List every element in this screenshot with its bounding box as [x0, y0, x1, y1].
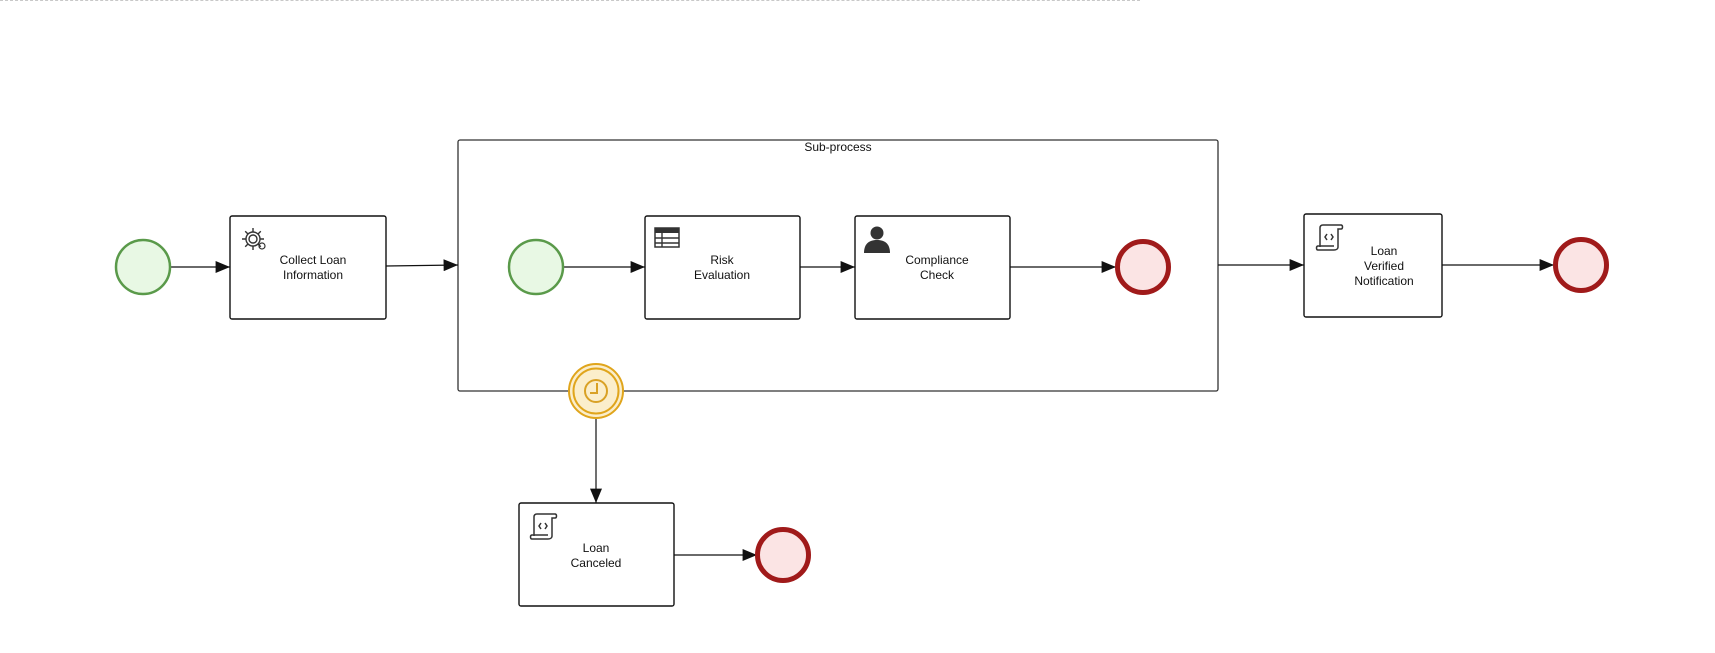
script-task-scroll-icon: [529, 513, 558, 540]
canvas-top-boundary: [0, 0, 1140, 1]
task-collect-loan-information[interactable]: Collect Loan Information: [229, 215, 387, 320]
task-label-line: Verified: [1364, 259, 1404, 273]
task-label-line: Collect Loan: [280, 253, 347, 267]
task-label-line: Compliance: [905, 253, 969, 267]
start-event-subprocess[interactable]: [507, 238, 565, 296]
end-event-main[interactable]: [1553, 237, 1609, 293]
task-label-line: Risk: [710, 253, 734, 267]
task-label-line: Canceled: [571, 556, 622, 570]
task-label-line: Notification: [1354, 274, 1413, 288]
task-label-line: Evaluation: [694, 268, 750, 282]
task-label-line: Loan: [583, 541, 610, 555]
end-event-canceled[interactable]: [755, 527, 811, 583]
task-label-line: Information: [283, 268, 343, 282]
task-label-line: Loan: [1371, 244, 1398, 258]
task-label-line: Check: [920, 268, 955, 282]
user-task-person-icon: [864, 226, 890, 253]
task-loan-canceled[interactable]: Loan Canceled: [518, 502, 675, 607]
subprocess-label: Sub-process: [804, 140, 871, 154]
sequence-flows: [171, 259, 1554, 561]
task-loan-verified-notification[interactable]: Loan Verified Notification: [1303, 213, 1443, 318]
subprocess-container[interactable]: Sub-process: [457, 139, 1219, 392]
start-event-main[interactable]: [114, 238, 172, 296]
timer-clock-icon: [584, 379, 608, 403]
timer-boundary-event[interactable]: [568, 363, 624, 419]
business-rule-table-icon: [654, 227, 680, 248]
task-risk-evaluation[interactable]: Risk Evaluation: [644, 215, 801, 320]
end-event-subprocess[interactable]: [1115, 239, 1171, 295]
task-compliance-check[interactable]: Compliance Check: [854, 215, 1011, 320]
gear-icon: [242, 228, 266, 250]
script-task-scroll-icon: [1315, 224, 1344, 251]
flow-collect-to-subprocess[interactable]: [385, 259, 459, 272]
